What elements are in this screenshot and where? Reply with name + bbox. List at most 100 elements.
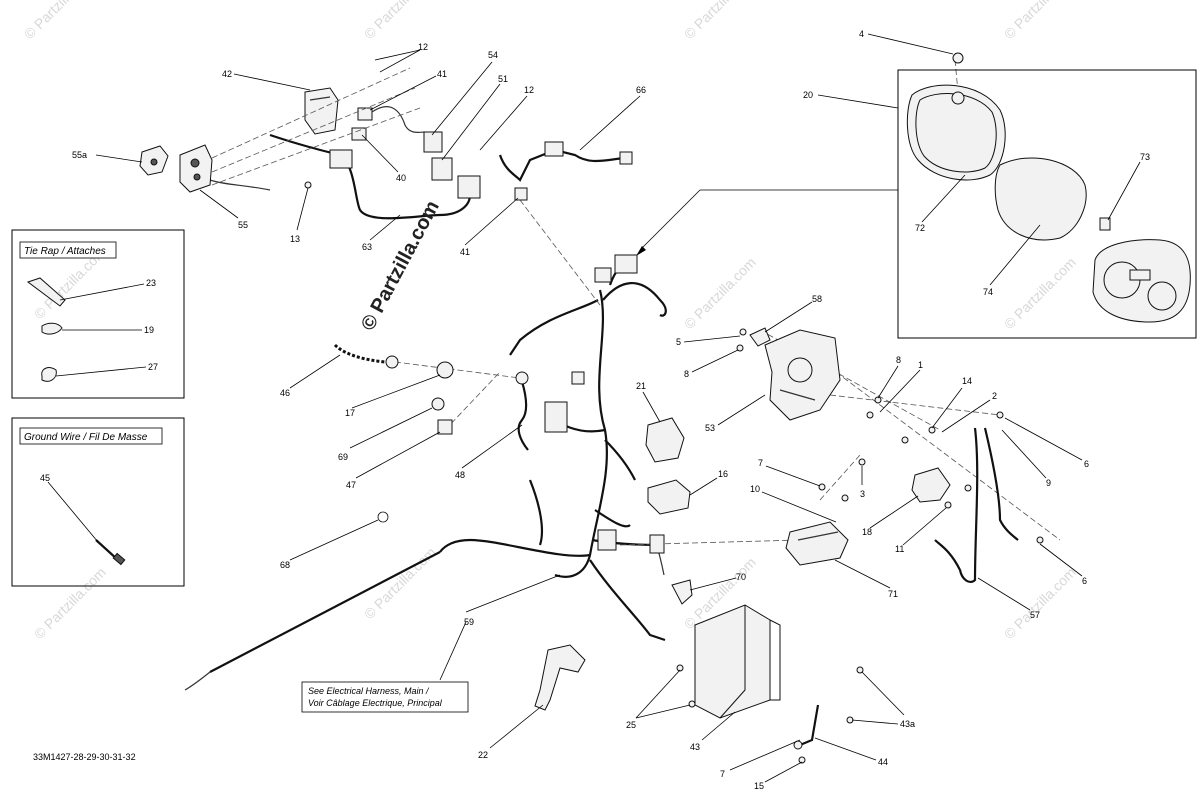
connector-block: [597, 529, 617, 551]
terminal-cover-70: [671, 579, 693, 605]
tie-rap-23: [26, 277, 66, 307]
sensor-harness-48: [515, 371, 529, 451]
housing-cover-42: [304, 87, 339, 135]
callout-23: 23: [146, 278, 156, 288]
watermark-tile: © Partzilla.com: [681, 254, 759, 332]
main-wiring-harness: [184, 256, 667, 691]
battery-cable-57: [934, 427, 1019, 584]
callout-53: 53: [705, 423, 715, 433]
watermark-tile: © Partzilla.com: [361, 544, 439, 622]
callout-6b: 6: [1082, 576, 1087, 586]
retaining-strap-22: [534, 644, 586, 711]
callout-71: 71: [888, 589, 898, 599]
callout-57: 57: [1030, 610, 1040, 620]
callout-12: 12: [418, 42, 428, 52]
callout-21: 21: [636, 381, 646, 391]
callout-41: 41: [437, 69, 447, 79]
callout-72: 72: [915, 223, 925, 233]
gauge-connection-arrow: [594, 189, 898, 283]
callout-19: 19: [144, 325, 154, 335]
adapter-harness-66: [498, 141, 633, 201]
callout-25: 25: [626, 720, 636, 730]
callout-43: 43: [690, 742, 700, 752]
callout-17: 17: [345, 408, 355, 418]
callout-22: 22: [478, 750, 488, 760]
callout-43a: 43a: [900, 719, 915, 729]
connector-block-63: [457, 175, 481, 199]
callout-41b: 41: [460, 247, 470, 257]
ring-68: [377, 511, 389, 523]
callout-63: 63: [362, 242, 372, 252]
callout-73: 73: [1140, 152, 1150, 162]
ground-wire-title: Ground Wire / Fil De Masse: [24, 432, 148, 443]
callout-16: 16: [718, 469, 728, 479]
callout-47: 47: [346, 480, 356, 490]
solenoid-18: [911, 467, 951, 503]
connector-block: [329, 149, 353, 169]
callout-12b: 12: [524, 85, 534, 95]
diagram-code: 33M1427-28-29-30-31-32: [33, 752, 136, 762]
callout-45: 45: [40, 473, 50, 483]
control-module-43: [694, 604, 781, 719]
instrument-cluster: [1092, 239, 1191, 323]
callout-14: 14: [962, 376, 972, 386]
callout-8: 8: [684, 369, 689, 379]
watermark-tile: © Partzilla.com: [1001, 564, 1079, 642]
callout-27: 27: [148, 362, 158, 372]
ground-wire-title-frame: [19, 427, 163, 445]
callout-59: 59: [464, 617, 474, 627]
connector-41: [357, 107, 373, 121]
connector-51: [431, 157, 453, 181]
connector-small: [571, 371, 585, 385]
tie-rap-title-frame: [19, 241, 117, 259]
gauge-bezel-72: [906, 84, 1006, 181]
callout-68: 68: [280, 560, 290, 570]
callout-3: 3: [860, 489, 865, 499]
callout-18: 18: [862, 527, 872, 537]
relay-21: [645, 417, 685, 463]
cap-69: [431, 397, 445, 411]
watermark-tile: © Partzilla.com: [1001, 254, 1079, 332]
ground-strap-44: [793, 704, 820, 750]
callout-1: 1: [918, 360, 923, 370]
callouts: 12 42 41 54 51 12 66 55a 40 55 13 63: [40, 29, 1150, 791]
gauge-bulb-73: [1099, 217, 1111, 231]
watermark-tile: © Partzilla.com: [21, 0, 99, 42]
callout-6: 6: [1084, 459, 1089, 469]
callout-74: 74: [983, 287, 993, 297]
tie-rap-27: [41, 367, 57, 382]
callout-4: 4: [859, 29, 864, 39]
callout-69: 69: [338, 452, 348, 462]
grommet-17: [436, 361, 454, 379]
callout-48: 48: [455, 470, 465, 480]
connector-small: [649, 534, 665, 554]
handlebar-switch-55: [179, 144, 213, 193]
callout-42: 42: [222, 69, 232, 79]
callout-11: 11: [895, 544, 904, 554]
callout-51: 51: [498, 74, 508, 84]
callout-55a: 55a: [72, 150, 87, 160]
gauge-assembly-box: [897, 69, 1197, 339]
watermark-tile: © Partzilla.com: [1001, 0, 1079, 42]
connector-54: [423, 131, 443, 153]
callout-66: 66: [636, 85, 646, 95]
callout-20: 20: [803, 90, 813, 100]
note-line-2: Voir Câblage Electrique, Principal: [308, 698, 443, 708]
switch-harness-63: [209, 133, 472, 220]
tie-rap-19: [41, 322, 63, 335]
tie-rap-box: [11, 229, 185, 399]
gauge-lens-74: [994, 157, 1087, 241]
nut-4: [952, 52, 964, 64]
callout-44: 44: [878, 757, 888, 767]
note-line-1: See Electrical Harness, Main /: [308, 686, 430, 696]
callout-54: 54: [488, 50, 498, 60]
tie-rap-title: Tie Rap / Attaches: [24, 246, 106, 257]
callout-15: 15: [754, 781, 764, 791]
note-box: [301, 681, 469, 713]
watermark-tile: © Partzilla.com: [31, 564, 109, 642]
callout-10: 10: [750, 484, 760, 494]
voltage-regulator-71: [785, 521, 849, 566]
watermark-tile: © Partzilla.com: [681, 0, 759, 42]
